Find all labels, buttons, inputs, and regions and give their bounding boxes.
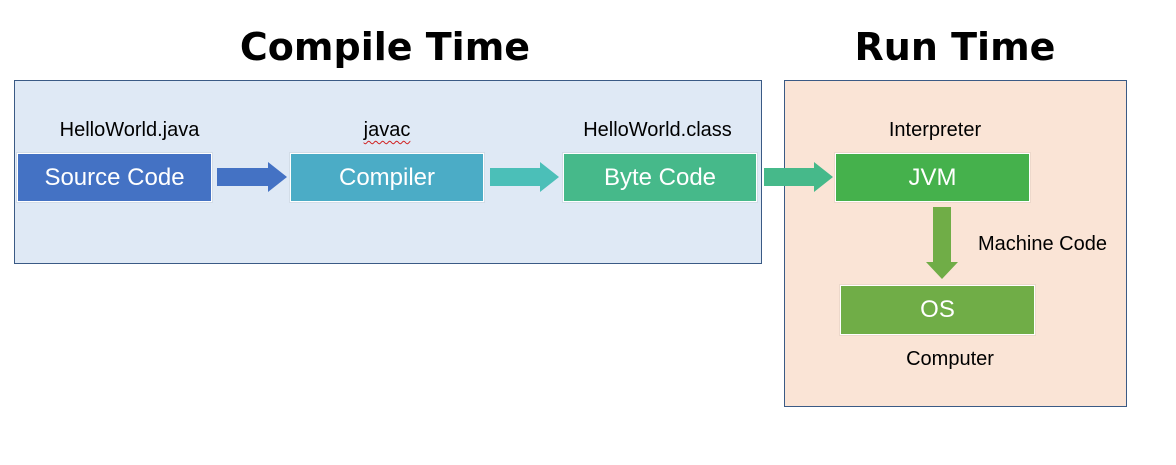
arrow-compiler-to-bytecode: [490, 162, 559, 192]
compile-time-heading: Compile Time: [239, 25, 531, 69]
compiler-caption: javac: [290, 117, 484, 143]
interpreter-caption: Interpreter: [888, 119, 982, 141]
arrow-source-to-compiler: [217, 162, 287, 192]
compiler-caption-text: javac: [363, 119, 411, 141]
run-time-heading: Run Time: [854, 25, 1056, 69]
run-time-panel: [784, 80, 1127, 407]
arrow-jvm-to-os: [926, 207, 958, 279]
machine-code-caption: Machine Code: [978, 233, 1107, 255]
source-code-box: Source Code: [17, 153, 212, 202]
byte-code-box: Byte Code: [563, 153, 757, 202]
computer-caption: Computer: [906, 348, 994, 370]
os-box: OS: [840, 285, 1035, 335]
arrow-bytecode-to-jvm: [764, 162, 833, 192]
class-file-caption: HelloWorld.class: [583, 119, 732, 141]
compiler-box: Compiler: [290, 153, 484, 202]
source-file-caption: HelloWorld.java: [59, 119, 200, 141]
jvm-box: JVM: [835, 153, 1030, 202]
